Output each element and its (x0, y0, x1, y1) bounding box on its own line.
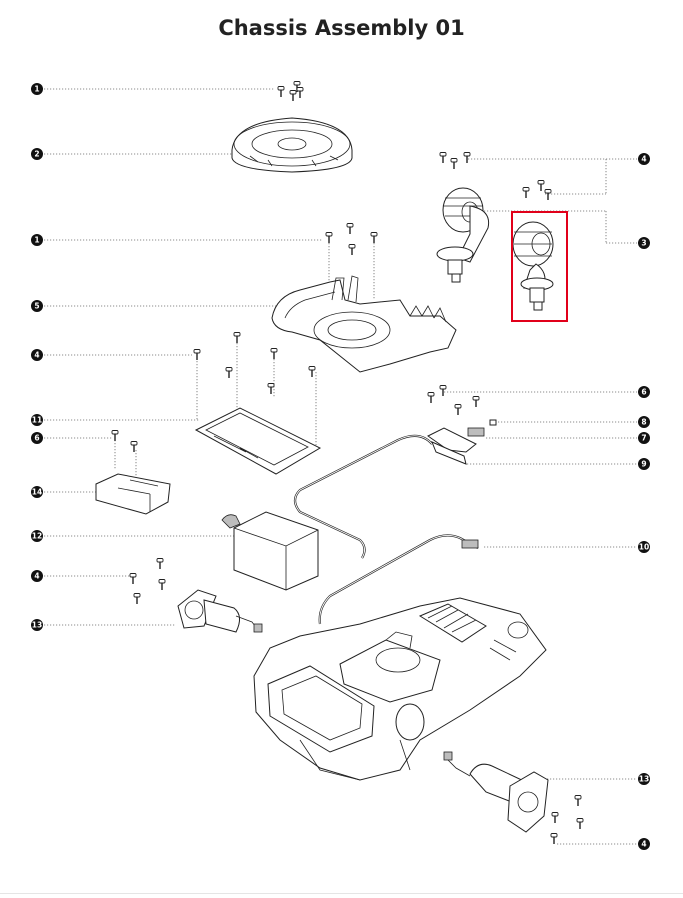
svg-text:9: 9 (641, 460, 646, 469)
svg-text:6: 6 (34, 434, 39, 443)
bracket-part (271, 275, 457, 373)
callout-9: 9 (638, 458, 650, 470)
callout-4: 4 (31, 349, 43, 361)
svg-text:13: 13 (32, 621, 42, 630)
callout-3: 3 (638, 237, 650, 249)
callout-2: 2 (31, 148, 43, 160)
cables (293, 434, 479, 625)
lid-screws (277, 80, 304, 102)
svg-text:14: 14 (32, 488, 42, 497)
svg-text:4: 4 (641, 840, 646, 849)
caster-right-screws (522, 179, 552, 201)
top-lid-part (231, 117, 353, 173)
motor-right-screws (550, 794, 584, 845)
callout-4d: 4 (638, 838, 650, 850)
bottom-divider (0, 893, 683, 894)
motor-right-part (443, 751, 549, 833)
plate-part (194, 407, 322, 475)
svg-text:8: 8 (641, 418, 646, 427)
callout-8: 8 (638, 416, 650, 428)
control-board-part (427, 419, 497, 465)
battery-part (221, 511, 319, 591)
svg-text:11: 11 (32, 416, 42, 425)
callout-11: 11 (31, 414, 43, 426)
callout-5: 5 (31, 300, 43, 312)
callouts-right: 4 3 6 8 7 9 10 13 4 (638, 153, 650, 850)
holder-part (95, 473, 171, 515)
callout-4c: 4 (638, 153, 650, 165)
callout-1: 1 (31, 83, 43, 95)
board-screws (427, 384, 480, 416)
bracket-screws (325, 222, 378, 256)
callout-7: 7 (638, 432, 650, 444)
callout-14: 14 (31, 486, 43, 498)
callout-13: 13 (31, 619, 43, 631)
svg-text:4: 4 (34, 572, 39, 581)
svg-text:1: 1 (34, 236, 39, 245)
callout-4b: 4 (31, 570, 43, 582)
callout-10: 10 (638, 541, 650, 553)
motor-left-part (177, 589, 263, 633)
leader-lines (44, 88, 637, 845)
svg-text:6: 6 (641, 388, 646, 397)
plate-screws (193, 331, 316, 395)
svg-text:4: 4 (641, 155, 646, 164)
callout-1b: 1 (31, 234, 43, 246)
callout-6: 6 (31, 432, 43, 444)
holder-screws (111, 429, 138, 453)
callout-13b: 13 (638, 773, 650, 785)
page-title: Chassis Assembly 01 (218, 16, 465, 40)
svg-text:10: 10 (639, 543, 649, 552)
caster-left-part (436, 187, 490, 283)
svg-text:13: 13 (639, 775, 649, 784)
callouts-left: 1 2 1 5 4 11 6 14 12 4 13 (31, 83, 43, 631)
motor-left-screws (129, 557, 166, 605)
highlight-box (511, 211, 568, 322)
chassis-part (253, 597, 547, 781)
svg-text:2: 2 (34, 150, 39, 159)
caster-left-screws (439, 151, 471, 170)
svg-text:12: 12 (32, 532, 42, 541)
svg-text:7: 7 (641, 434, 646, 443)
svg-text:5: 5 (34, 302, 39, 311)
callout-12: 12 (31, 530, 43, 542)
callout-6b: 6 (638, 386, 650, 398)
svg-text:1: 1 (34, 85, 39, 94)
svg-text:3: 3 (641, 239, 646, 248)
svg-text:4: 4 (34, 351, 39, 360)
caster-right-part (512, 221, 554, 311)
